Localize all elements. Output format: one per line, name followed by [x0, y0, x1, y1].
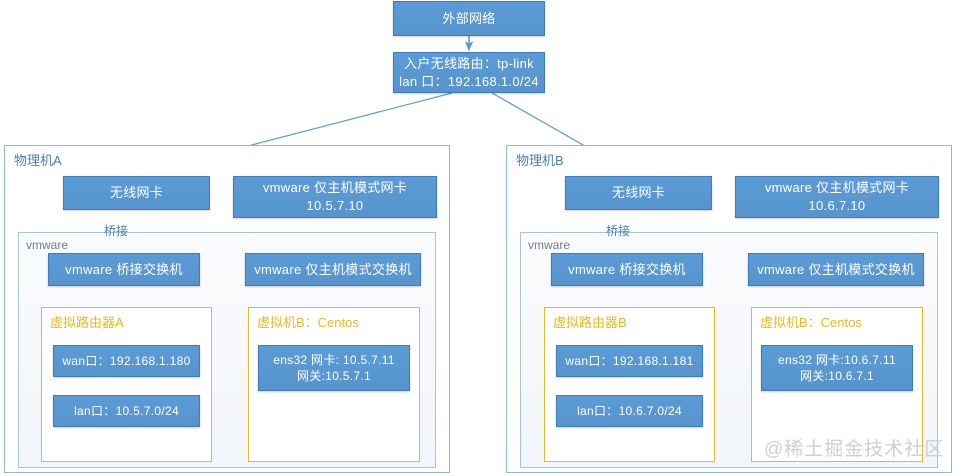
host-a-wifi-nic-label: 无线网卡 [109, 185, 164, 201]
host-b-vrouter-label: 虚拟路由器B [553, 315, 627, 330]
host-b-centos-nic[interactable]: ens32 网卡:10.6.7.11 网关:10.6.7.1 [761, 345, 913, 391]
host-a-bridge-switch[interactable]: vmware 桥接交换机 [48, 253, 200, 286]
host-a-vrouter-label: 虚拟路由器A [50, 315, 124, 330]
host-a-centos-nic[interactable]: ens32 网卡: 10.5.7.11 网关:10.5.7.1 [258, 345, 410, 391]
host-b-hostonly-switch[interactable]: vmware 仅主机模式交换机 [748, 253, 924, 286]
host-a-hostonly-nic[interactable]: vmware 仅主机模式网卡 10.5.7.10 [233, 176, 437, 218]
external-network-label: 外部网络 [442, 10, 496, 26]
host-a-vmware-label: vmware [26, 238, 69, 252]
host-a-hostonly-nic-line2: 10.5.7.10 [306, 198, 364, 213]
host-a-vrouter-lan-label: lan口：10.5.7.0/24 [74, 403, 179, 418]
host-a-wifi-nic[interactable]: 无线网卡 [63, 176, 210, 210]
host-b-label: 物理机B [516, 153, 564, 168]
host-b-hostonly-nic-line2: 10.6.7.10 [808, 198, 866, 213]
home-router-line2: lan 口：192.168.1.0/24 [399, 73, 539, 89]
host-b-bridge-switch-label: vmware 桥接交换机 [568, 261, 686, 277]
host-b-centos-nic-line1: ens32 网卡:10.6.7.11 [778, 352, 896, 367]
host-a-bridge-switch-label: vmware 桥接交换机 [65, 261, 183, 277]
host-a-vrouter-wan-port[interactable]: wan口：192.168.1.180 [53, 345, 200, 377]
host-b-bridge-switch[interactable]: vmware 桥接交换机 [551, 253, 703, 286]
host-b-vmware-label: vmware [528, 238, 571, 252]
host-a-label: 物理机A [14, 153, 62, 168]
external-network-node[interactable]: 外部网络 [393, 1, 545, 36]
host-b-vrouter-container [544, 307, 715, 462]
host-b-vrouter-lan-port[interactable]: lan口：10.6.7.0/24 [556, 395, 703, 427]
host-a-bridge-edge-label: 桥接 [104, 224, 129, 238]
host-a-centos-nic-line1: ens32 网卡: 10.5.7.11 [273, 352, 395, 367]
host-b-hostonly-switch-label: vmware 仅主机模式交换机 [757, 261, 915, 277]
host-a-centos-nic-line2: 网关:10.5.7.1 [296, 369, 371, 383]
host-b-centos-nic-line2: 网关:10.6.7.1 [799, 369, 874, 383]
host-b-centos-label: 虚拟机B：Centos [760, 315, 862, 330]
host-b-wifi-nic-label: 无线网卡 [611, 185, 666, 201]
host-a-centos-label: 虚拟机B：Centos [257, 315, 359, 330]
host-b-hostonly-nic-line1: vmware 仅主机模式网卡 [764, 180, 910, 196]
host-b-wifi-nic[interactable]: 无线网卡 [565, 176, 712, 210]
watermark-label: @稀土掘金技术社区 [764, 439, 945, 460]
host-b-vrouter-lan-label: lan口：10.6.7.0/24 [577, 403, 682, 418]
host-a-vrouter-container [41, 307, 212, 462]
home-router-line1: 入户无线路由：tp-link [404, 55, 534, 71]
host-a-vrouter-wan-label: wan口：192.168.1.180 [62, 353, 191, 368]
host-a-hostonly-switch[interactable]: vmware 仅主机模式交换机 [245, 253, 421, 286]
host-b-vrouter-wan-label: wan口：192.168.1.181 [565, 353, 694, 368]
host-b-vrouter-wan-port[interactable]: wan口：192.168.1.181 [556, 345, 703, 377]
home-router-node[interactable]: 入户无线路由：tp-link lan 口：192.168.1.0/24 [393, 52, 545, 93]
host-a-vrouter-lan-port[interactable]: lan口：10.5.7.0/24 [53, 395, 200, 427]
host-a-hostonly-nic-line1: vmware 仅主机模式网卡 [262, 180, 408, 196]
host-a-hostonly-switch-label: vmware 仅主机模式交换机 [254, 261, 412, 277]
host-b-hostonly-nic[interactable]: vmware 仅主机模式网卡 10.6.7.10 [735, 176, 939, 218]
host-b-bridge-edge-label: 桥接 [606, 224, 631, 238]
